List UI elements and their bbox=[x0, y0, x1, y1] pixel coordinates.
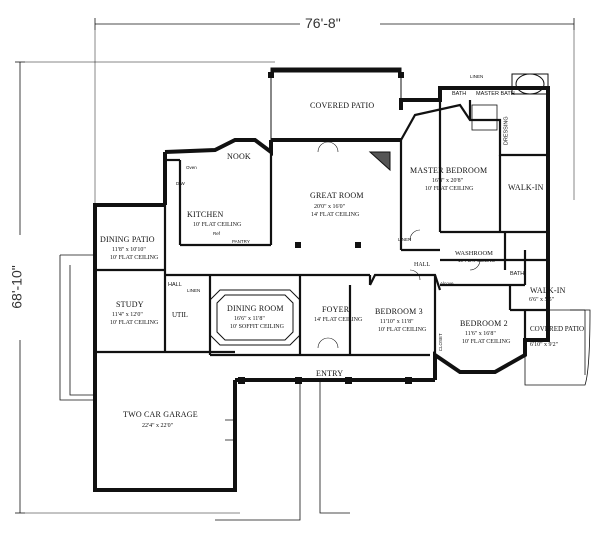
util-label: UTIL bbox=[172, 311, 188, 319]
covered-patio-label: COVERED PATIO bbox=[310, 101, 375, 110]
garage-size: 22'4" x 22'0" bbox=[142, 423, 174, 429]
bedroom3-ceiling: 10' FLAT CEILING bbox=[378, 327, 427, 333]
small-covered-patio bbox=[524, 309, 591, 386]
walk-in-bed2-size: 6'6" x 5'5" bbox=[529, 297, 555, 303]
dressing-label: DRESSING bbox=[503, 116, 510, 146]
bathtub bbox=[511, 73, 549, 95]
nook-label: NOOK bbox=[227, 152, 251, 161]
linen-master-label: LINEN bbox=[470, 74, 484, 79]
exterior-walls bbox=[93, 86, 550, 492]
foyer-label: FOYER bbox=[322, 305, 350, 314]
ref-label: Ref bbox=[213, 231, 221, 236]
oven-label: Oven bbox=[186, 165, 197, 170]
walk-in-master-label: WALK-IN bbox=[508, 183, 544, 192]
foyer-ceiling: 14' FLAT CEILING bbox=[314, 317, 363, 323]
linen-hall-label: LINEN bbox=[398, 237, 412, 242]
dining-room-label: DINING ROOM bbox=[227, 304, 284, 313]
dining-room-size: 16'6" x 11'8" bbox=[234, 316, 265, 322]
garage-label: TWO CAR GARAGE bbox=[123, 410, 198, 419]
washroom-ceiling: 10' FLAT CEILING bbox=[458, 258, 495, 263]
dining-soffit bbox=[209, 289, 301, 346]
master-bedroom-size: 16'8" x 20'8" bbox=[432, 178, 464, 184]
pantry-label: PANTRY bbox=[232, 239, 250, 244]
washroom-label: WASHROOM bbox=[455, 250, 493, 257]
master-bath-label: MASTER BATH bbox=[476, 91, 515, 97]
kitchen-ceiling: 10' FLAT CEILING bbox=[193, 222, 242, 228]
small-covered-patio-label: COVERED PATIO bbox=[530, 325, 584, 333]
small-covered-patio-size: 6'10" x 9'2" bbox=[530, 342, 559, 348]
fireplace bbox=[368, 151, 391, 172]
master-bedroom-label: MASTER BEDROOM bbox=[410, 166, 488, 175]
dining-patio-label: DINING PATIO bbox=[100, 235, 155, 244]
great-room-label: GREAT ROOM bbox=[310, 191, 364, 200]
hall-main-label: HALL bbox=[414, 262, 430, 268]
garage-details bbox=[59, 254, 350, 521]
entry-label: ENTRY bbox=[316, 369, 344, 378]
bath1-label: BATH bbox=[452, 91, 467, 97]
interior-walls bbox=[95, 100, 548, 357]
linen-left-label: LINEN bbox=[187, 288, 201, 293]
study-ceiling: 10' FLAT CEILING bbox=[110, 320, 159, 326]
bedroom2-label: BEDROOM 2 bbox=[460, 319, 508, 328]
width-dimension: 76'-8" bbox=[305, 15, 341, 31]
alcove-label: Alcove bbox=[440, 281, 454, 286]
bedroom2-size: 11'6" x 16'8" bbox=[465, 331, 496, 337]
bedroom2-ceiling: 10' FLAT CEILING bbox=[462, 339, 511, 345]
bedroom3-label: BEDROOM 3 bbox=[375, 307, 423, 316]
study-size: 11'4" x 12'0" bbox=[112, 312, 143, 318]
bath2-label: BATH bbox=[510, 271, 525, 277]
great-room-ceiling: 14' FLAT CEILING bbox=[311, 212, 360, 218]
entry-columns bbox=[238, 72, 412, 384]
master-bedroom-ceiling: 10' FLAT CEILING bbox=[425, 186, 474, 192]
kitchen-label: KITCHEN bbox=[187, 210, 224, 219]
great-room-size: 20'0" x 16'0" bbox=[314, 204, 346, 210]
dw-label: D/W bbox=[176, 181, 185, 186]
dining-room-ceiling: 10' SOFFIT CEILING bbox=[230, 324, 284, 330]
study-label: STUDY bbox=[116, 300, 144, 309]
bedroom3-size: 11'10" x 11'8" bbox=[380, 319, 414, 325]
dining-patio-size: 11'8" x 10'10" bbox=[112, 247, 146, 253]
door-swings bbox=[317, 141, 481, 349]
walk-in-bed2-label: WALK-IN bbox=[530, 286, 566, 295]
shower bbox=[471, 104, 498, 131]
dining-patio-ceiling: 10' FLAT CEILING bbox=[110, 255, 159, 261]
hall-left-label: HALL bbox=[168, 282, 182, 288]
closet-label: CLOSET bbox=[437, 333, 443, 352]
depth-dimension: 68'-10" bbox=[8, 265, 25, 309]
